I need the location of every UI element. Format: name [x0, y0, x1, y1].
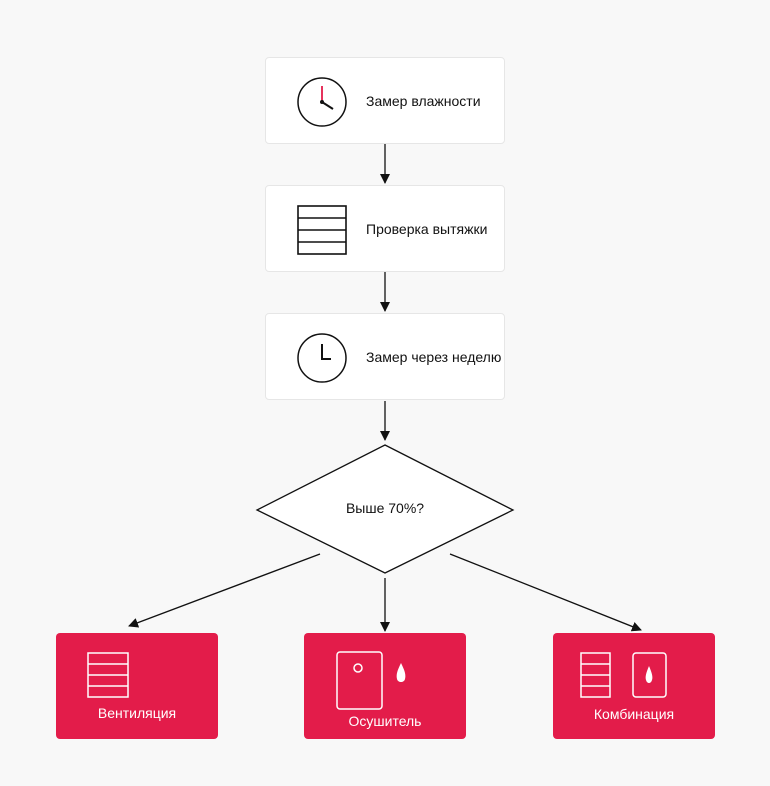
outcome-ventilation: Вентиляция [56, 633, 218, 739]
step-exhaust-check: Проверка вытяжки [265, 185, 505, 272]
clock-icon [297, 333, 347, 383]
step-label: Замер через неделю [366, 349, 502, 365]
clock-icon [297, 77, 347, 127]
outcome-combination: Комбинация [553, 633, 715, 739]
vent-grille-icon [297, 205, 347, 255]
step-weekly-measurement: Замер через неделю [265, 313, 505, 400]
outcome-label: Осушитель [348, 713, 422, 729]
arrow-decision-to-ventilation [128, 553, 321, 628]
decision-label: Выше 70%? [345, 500, 425, 516]
outcome-dehumidifier: Осушитель [304, 633, 466, 739]
outcome-label: Вентиляция [97, 705, 177, 721]
step-label: Проверка вытяжки [366, 221, 488, 237]
step-humidity-measurement: Замер влажности [265, 57, 505, 144]
arrow-decision-to-combination [449, 553, 642, 632]
dehumidifier-icon [336, 651, 406, 710]
step-label: Замер влажности [366, 93, 481, 109]
decision-diamond [255, 444, 515, 574]
outcome-label: Комбинация [593, 706, 675, 722]
vent-grille-icon [87, 652, 129, 698]
vent-and-dehumidifier-icon [580, 652, 667, 698]
